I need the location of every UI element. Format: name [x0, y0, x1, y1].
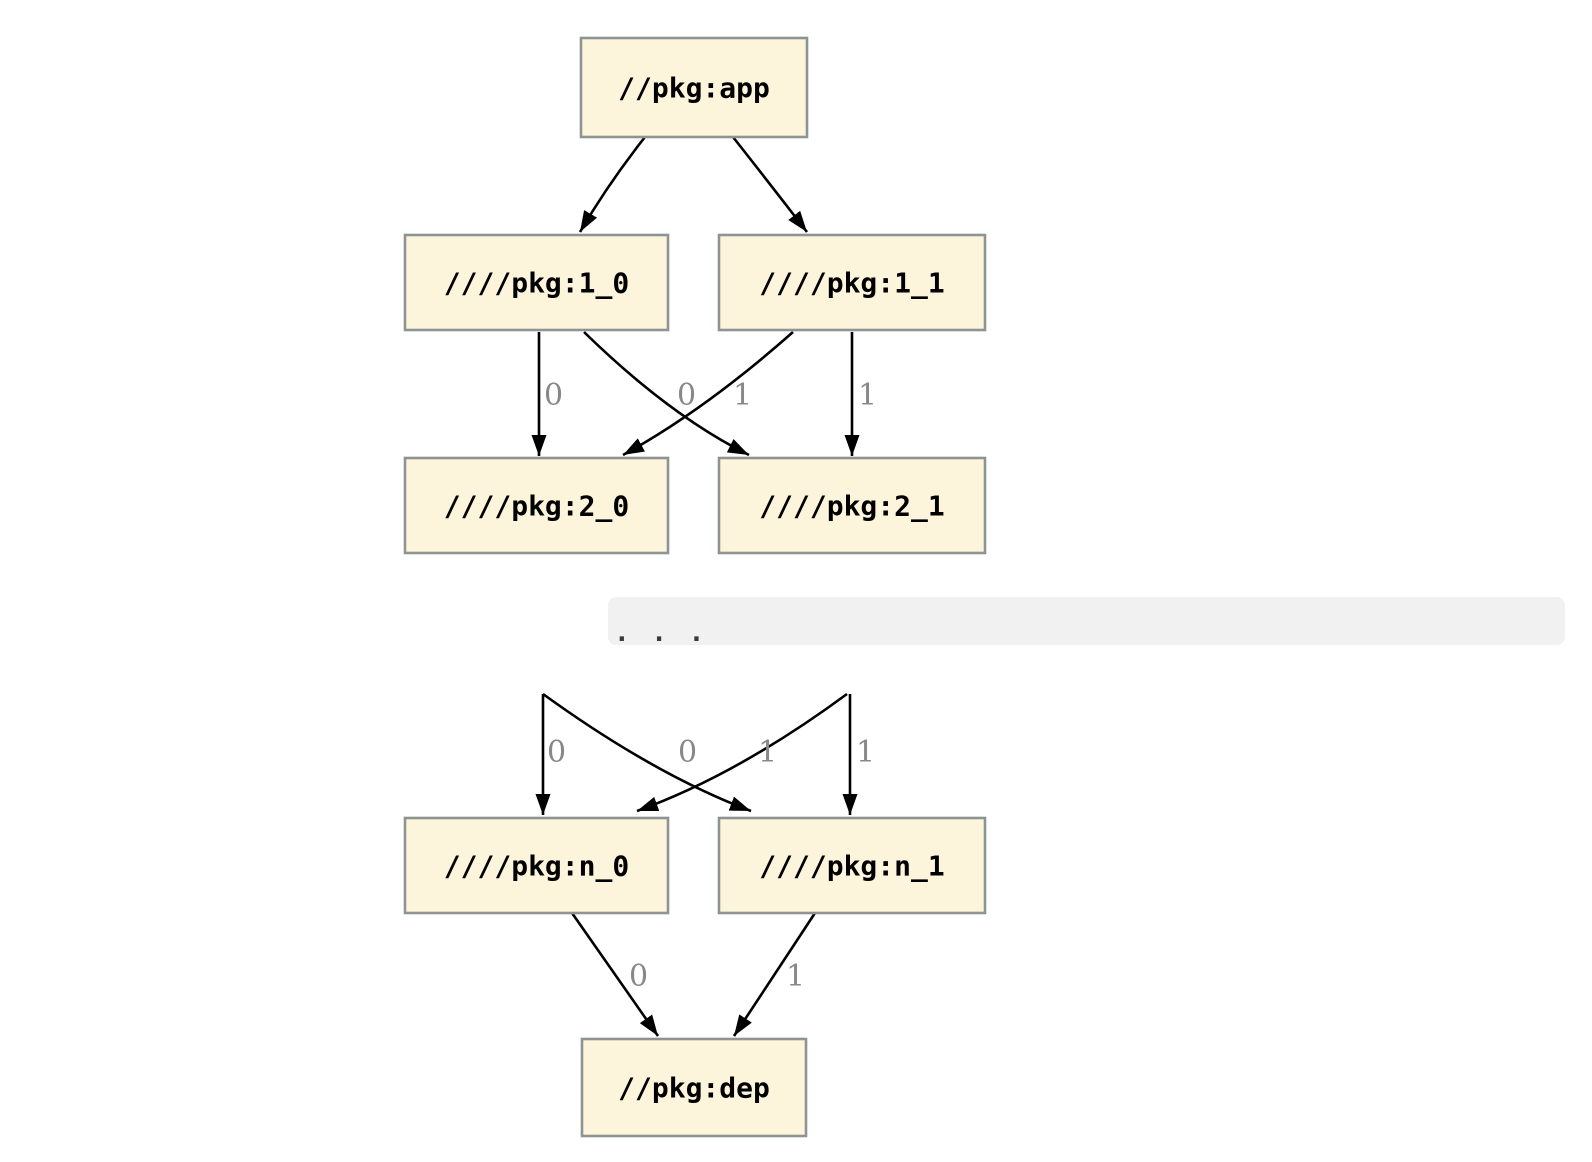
- ellipsis-label: . . .: [614, 618, 707, 648]
- edge-label: 1: [758, 735, 777, 770]
- edge-label: 0: [544, 378, 563, 413]
- node-app: [579, 36, 809, 139]
- edge-n_0-to-dep: [570, 912, 660, 1037]
- edge-label: 0: [678, 735, 697, 770]
- node-label-2_1: ////pkg:2_1: [759, 490, 944, 523]
- edge-ellipsis-to-n_0-cross: [636, 692, 848, 813]
- edge-label: 1: [856, 735, 875, 770]
- ellipsis-bar: [608, 597, 1565, 645]
- node-label-dep: //pkg:dep: [618, 1072, 770, 1105]
- edge-n_1-to-dep: [732, 912, 817, 1037]
- node-label-app: //pkg:app: [618, 72, 770, 105]
- node-1_1: [717, 233, 987, 332]
- edge-label: 0: [629, 959, 648, 994]
- edge-1_1-to-2_0: [622, 331, 794, 457]
- node-n_1: [717, 816, 987, 915]
- node-label-1_1: ////pkg:1_1: [759, 267, 944, 300]
- edge-app-to-1_1: [731, 136, 809, 233]
- node-label-1_0: ////pkg:1_0: [444, 267, 629, 300]
- edge-label: 1: [858, 378, 877, 413]
- node-1_0: [403, 233, 670, 332]
- node-label-2_0: ////pkg:2_0: [444, 490, 629, 523]
- node-label-n_1: ////pkg:n_1: [759, 850, 944, 883]
- node-2_1: [717, 456, 987, 555]
- node-dep: [580, 1037, 808, 1138]
- edge-label: 1: [733, 378, 752, 413]
- node-label-n_0: ////pkg:n_0: [444, 850, 629, 883]
- node-n_0: [403, 816, 670, 915]
- edge-1_0-to-2_1: [583, 331, 750, 457]
- edge-app-to-1_0: [578, 136, 647, 233]
- edge-label: 0: [677, 378, 696, 413]
- edge-ellipsis-to-n_1: [542, 692, 752, 813]
- edge-label: 0: [547, 735, 566, 770]
- node-2_0: [403, 456, 670, 555]
- edge-label: 1: [786, 959, 805, 994]
